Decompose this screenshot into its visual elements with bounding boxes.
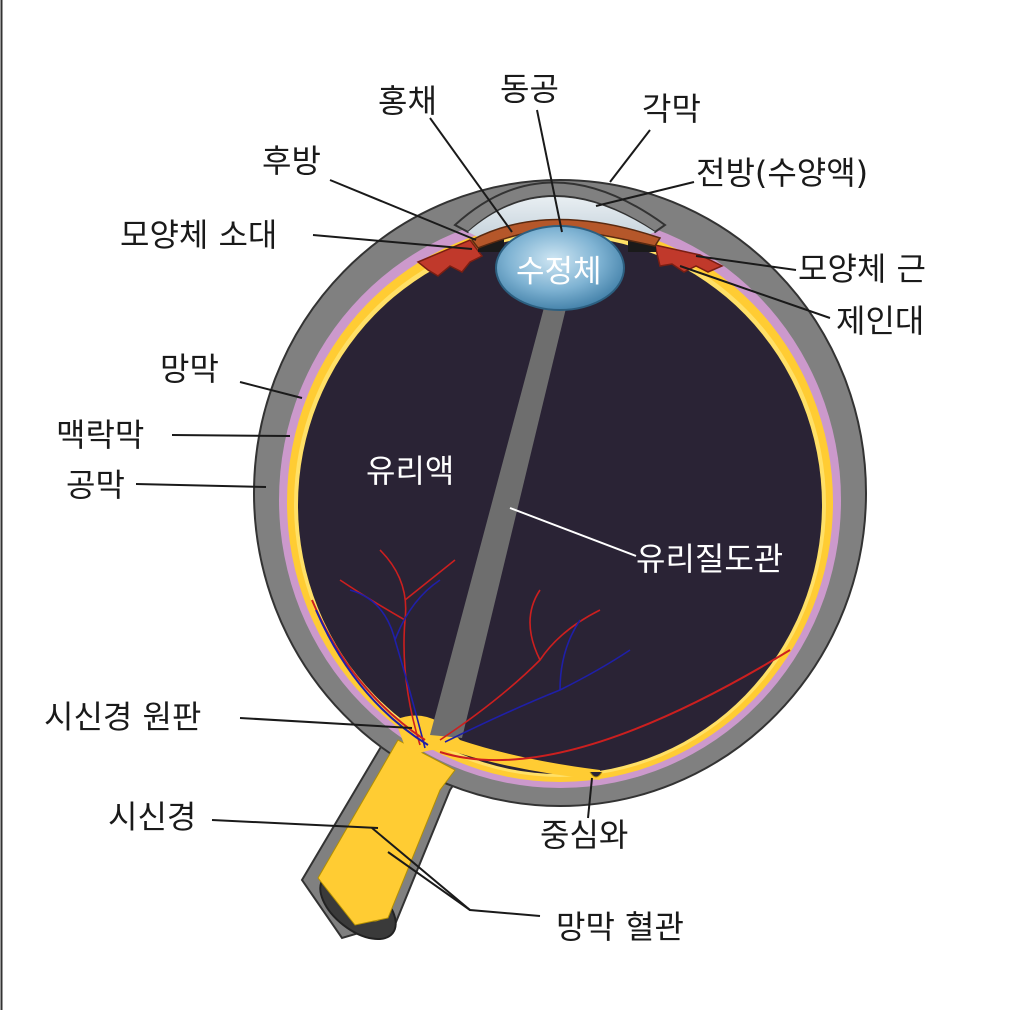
label-cornea: 각막 (642, 90, 701, 128)
label-suspensory-ligament: 제인대 (836, 302, 924, 340)
label-retinal-vessels: 망막 혈관 (556, 908, 684, 946)
label-optic-disc: 시신경 원판 (44, 698, 201, 736)
label-lens: 수정체 (516, 254, 602, 290)
optic-nerve (317, 739, 456, 926)
leader-hyaloid (509, 507, 637, 557)
label-choroid: 맥락막 (56, 416, 144, 454)
label-ciliary-muscle: 모양체 근 (798, 250, 926, 288)
fovea-pit (589, 771, 603, 778)
leader-lines (135, 109, 831, 917)
label-iris: 홍채 (378, 82, 437, 120)
hyaloid-canal (430, 300, 568, 738)
retinal-vessels (311, 549, 791, 762)
label-sclera: 공막 (66, 466, 125, 504)
anterior-chamber (468, 197, 655, 238)
ciliary-body-right (653, 244, 724, 273)
label-pupil: 동공 (500, 70, 559, 108)
cornea (453, 181, 667, 234)
label-anterior-chamber: 전방(수양액) (696, 154, 868, 192)
label-optic-nerve: 시신경 (108, 798, 196, 836)
label-fovea: 중심와 (540, 816, 628, 854)
label-retina: 망막 (160, 350, 219, 388)
label-vitreous: 유리액 (366, 452, 454, 490)
label-posterior-chamber: 후방 (262, 142, 321, 180)
label-hyaloid-canal: 유리질도관 (636, 540, 783, 578)
label-zonular-fibers: 모양체 소대 (120, 216, 277, 254)
vitreous-body (298, 236, 822, 774)
